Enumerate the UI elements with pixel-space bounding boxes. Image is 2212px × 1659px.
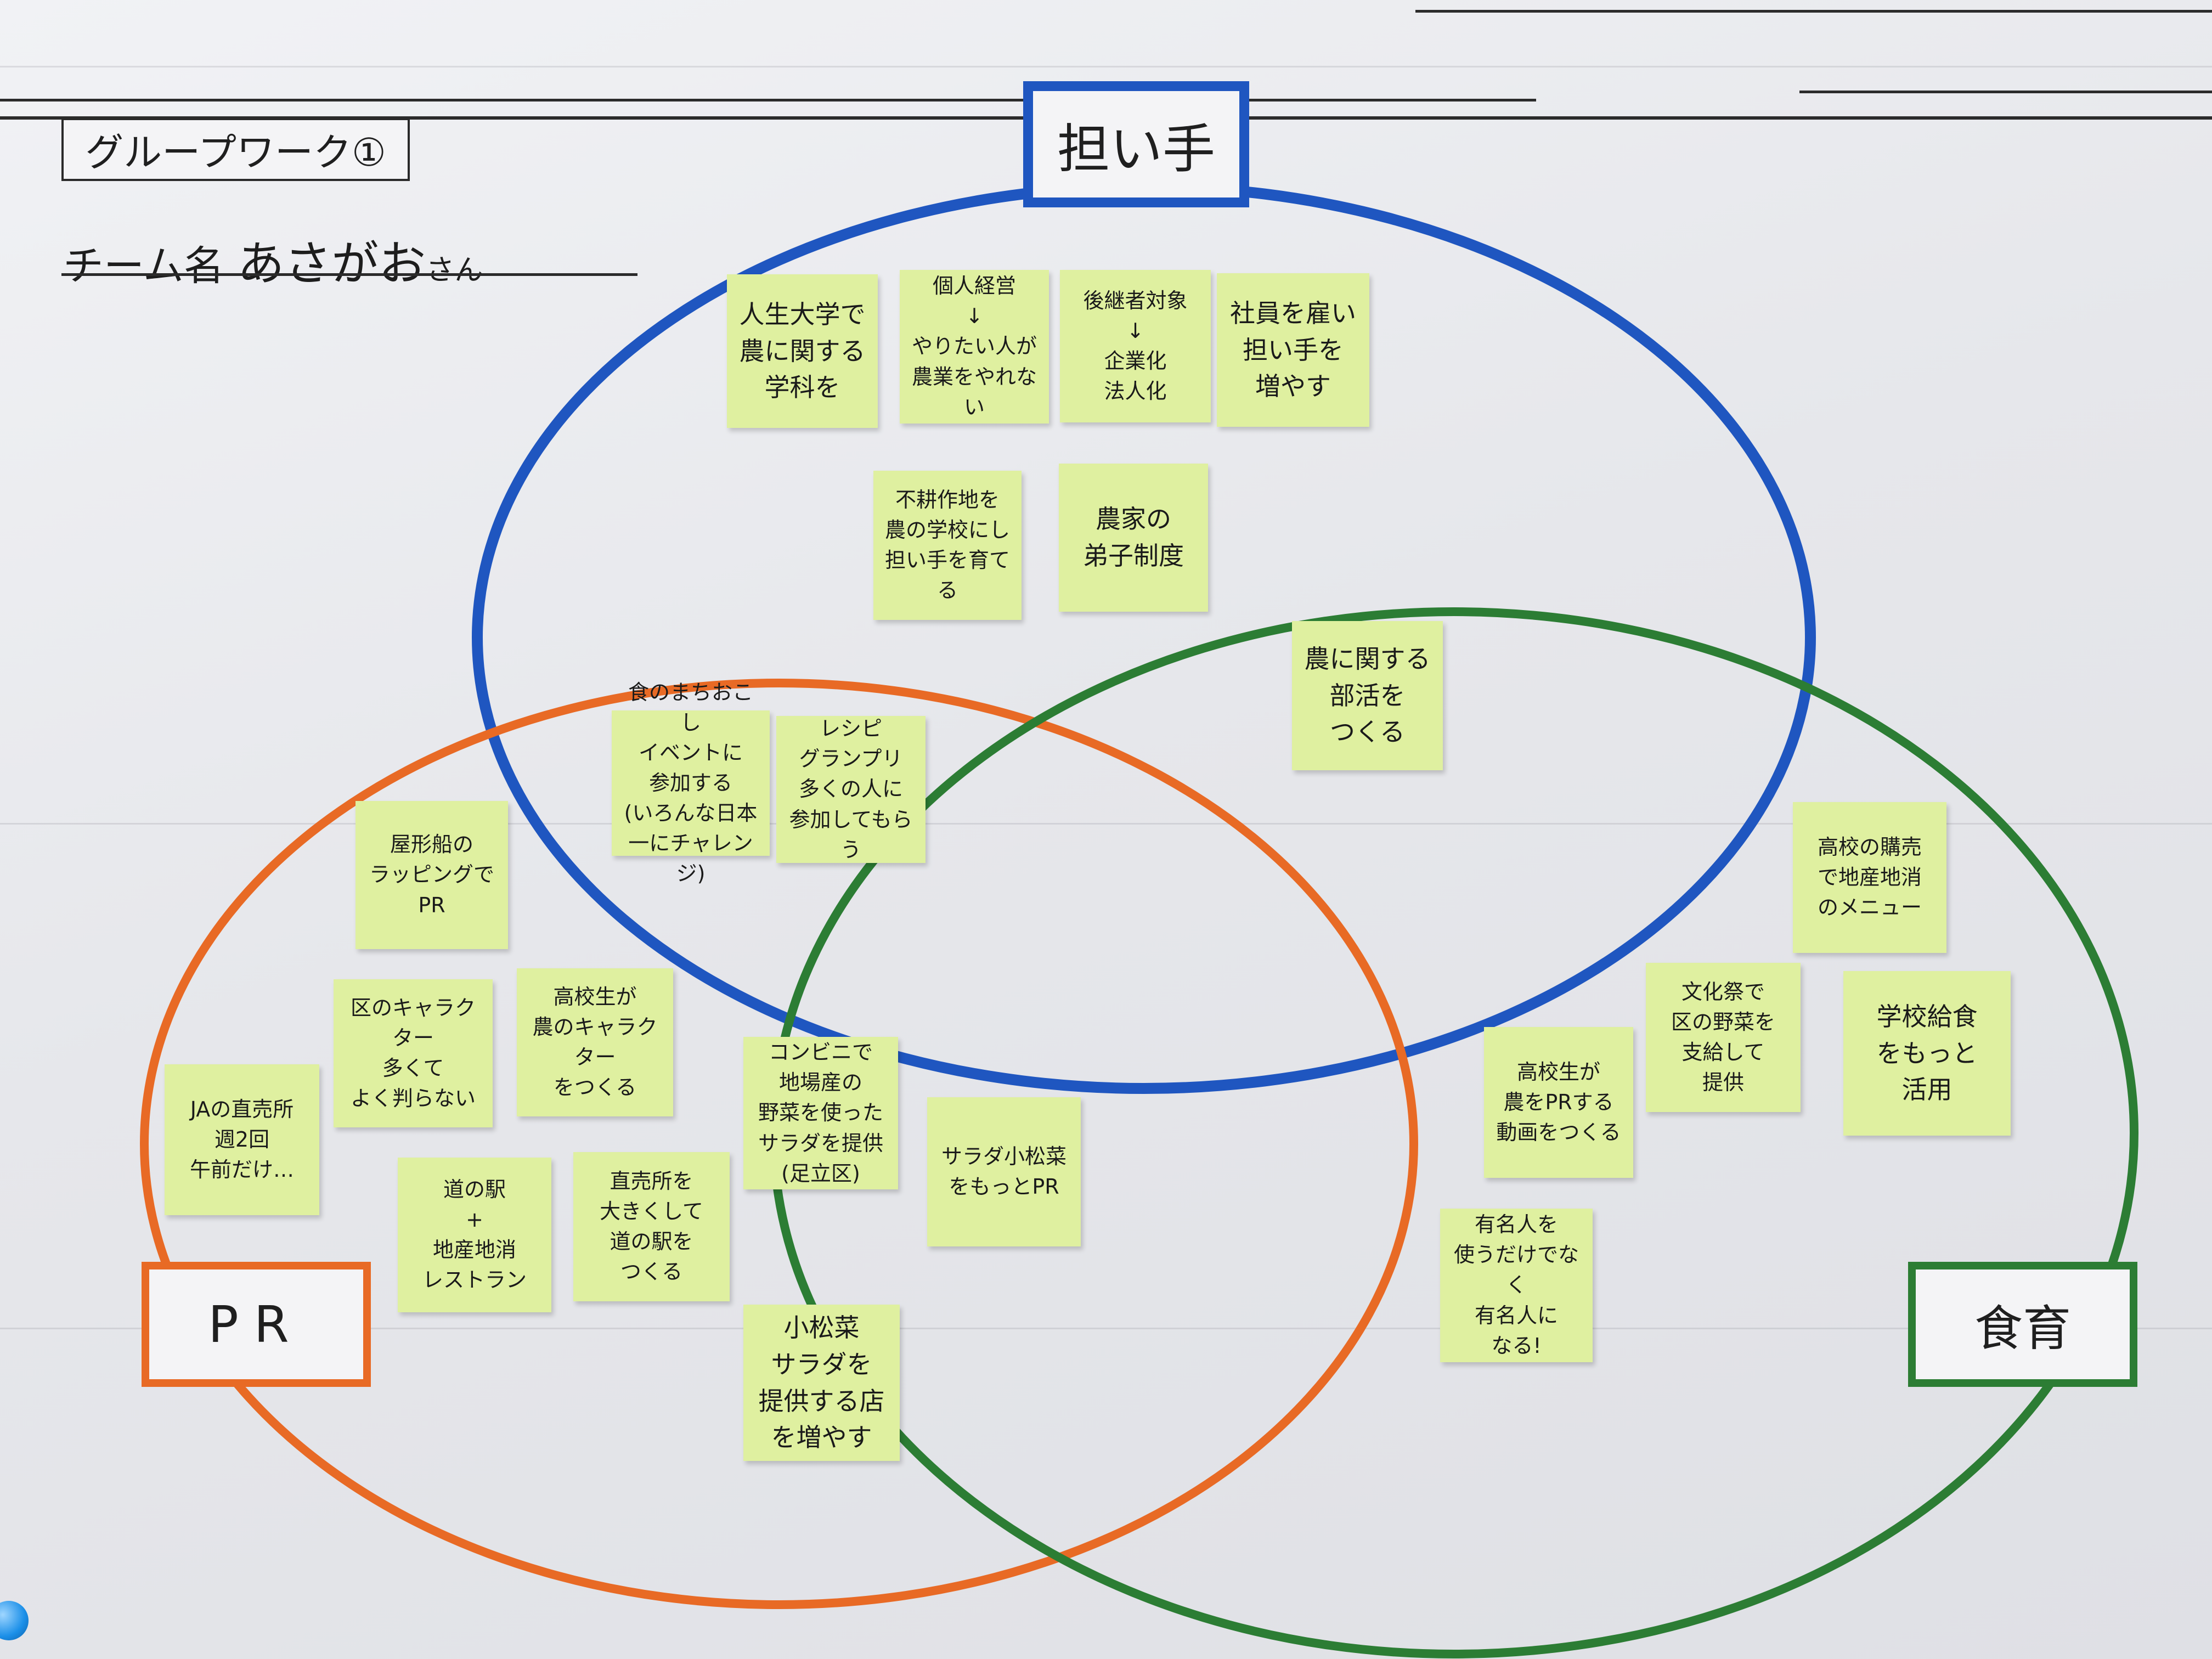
sticky-note: 社員を雇い 担い手を 増やす xyxy=(1217,273,1369,427)
sticky-note: 食のまちおこし イベントに 参加する (いろんな日本一にチャレンジ) xyxy=(612,680,770,885)
sticky-note: 高校の購売 で地産地消 のメニュー xyxy=(1793,802,1946,953)
sticky-note: サラダ小松菜 をもっとPR xyxy=(927,1097,1081,1246)
sticky-note: JAの直売所 週2回 午前だけ… xyxy=(165,1064,319,1215)
sticky-note: レシピ グランプリ 多くの人に 参加してもらう xyxy=(776,716,926,863)
category-label-pr-text: PR xyxy=(208,1295,304,1354)
sticky-note: 屋形船の ラッピングで PR xyxy=(356,801,508,949)
sticky-note: 高校生が 農のキャラクター をつくる xyxy=(517,968,673,1116)
sticky-note: 農に関する 部活を つくる xyxy=(1292,621,1443,770)
sticky-note: 個人経営 ↓ やりたい人が 農業をやれない xyxy=(900,270,1049,424)
sticky-note: 道の駅 + 地産地消 レストラン xyxy=(398,1158,551,1312)
circle-pr xyxy=(140,679,1418,1609)
team-underline xyxy=(61,273,637,276)
category-label-shokuiku-text: 食育 xyxy=(1974,1300,2071,1357)
ruled-line xyxy=(0,99,1536,101)
paper-fold xyxy=(0,823,2212,825)
team-suffix: さん xyxy=(426,254,483,287)
sticky-note: 小松菜 サラダを 提供する店 を増やす xyxy=(743,1305,900,1461)
sticky-note: 高校生が 農をPRする 動画をつくる xyxy=(1484,1027,1633,1178)
team-name-line: チーム名 あさがおさん xyxy=(63,225,483,291)
sticky-note: 学校給食 をもっと 活用 xyxy=(1843,971,2011,1136)
category-label-ninaite: 担い手 xyxy=(1023,81,1249,207)
worksheet-title: グループワーク① xyxy=(85,130,386,175)
sticky-note: 後継者対象 ↓ 企業化 法人化 xyxy=(1060,270,1211,422)
category-label-pr: PR xyxy=(142,1262,371,1387)
team-label: チーム名 xyxy=(63,242,224,290)
sticky-note: 人生大学で 農に関する 学科を xyxy=(727,274,878,428)
sticky-note: コンビニで 地場産の 野菜を使った サラダを提供 (足立区) xyxy=(743,1037,898,1189)
sticky-note: 区のキャラクター 多くて よく判らない xyxy=(334,979,493,1127)
team-name: あさがお xyxy=(237,236,426,291)
sticky-note: 直売所を 大きくして 道の駅を つくる xyxy=(573,1152,730,1301)
category-label-ninaite-text: 担い手 xyxy=(1057,118,1215,180)
ruled-line xyxy=(1799,91,2212,93)
paper-fold xyxy=(0,1328,2212,1329)
paper-fold xyxy=(0,66,2212,67)
sticky-note: 不耕作地を 農の学校にし 担い手を育てる xyxy=(873,471,1022,620)
category-label-shokuiku: 食育 xyxy=(1908,1262,2137,1387)
ruled-line xyxy=(1415,10,2212,13)
sticky-note: 有名人を 使うだけでなく 有名人に なる! xyxy=(1440,1209,1593,1362)
worksheet-title-box: グループワーク① xyxy=(61,118,410,181)
sticky-note: 農家の 弟子制度 xyxy=(1059,464,1208,612)
sticky-note: 文化祭で 区の野菜を 支給して 提供 xyxy=(1646,963,1801,1112)
